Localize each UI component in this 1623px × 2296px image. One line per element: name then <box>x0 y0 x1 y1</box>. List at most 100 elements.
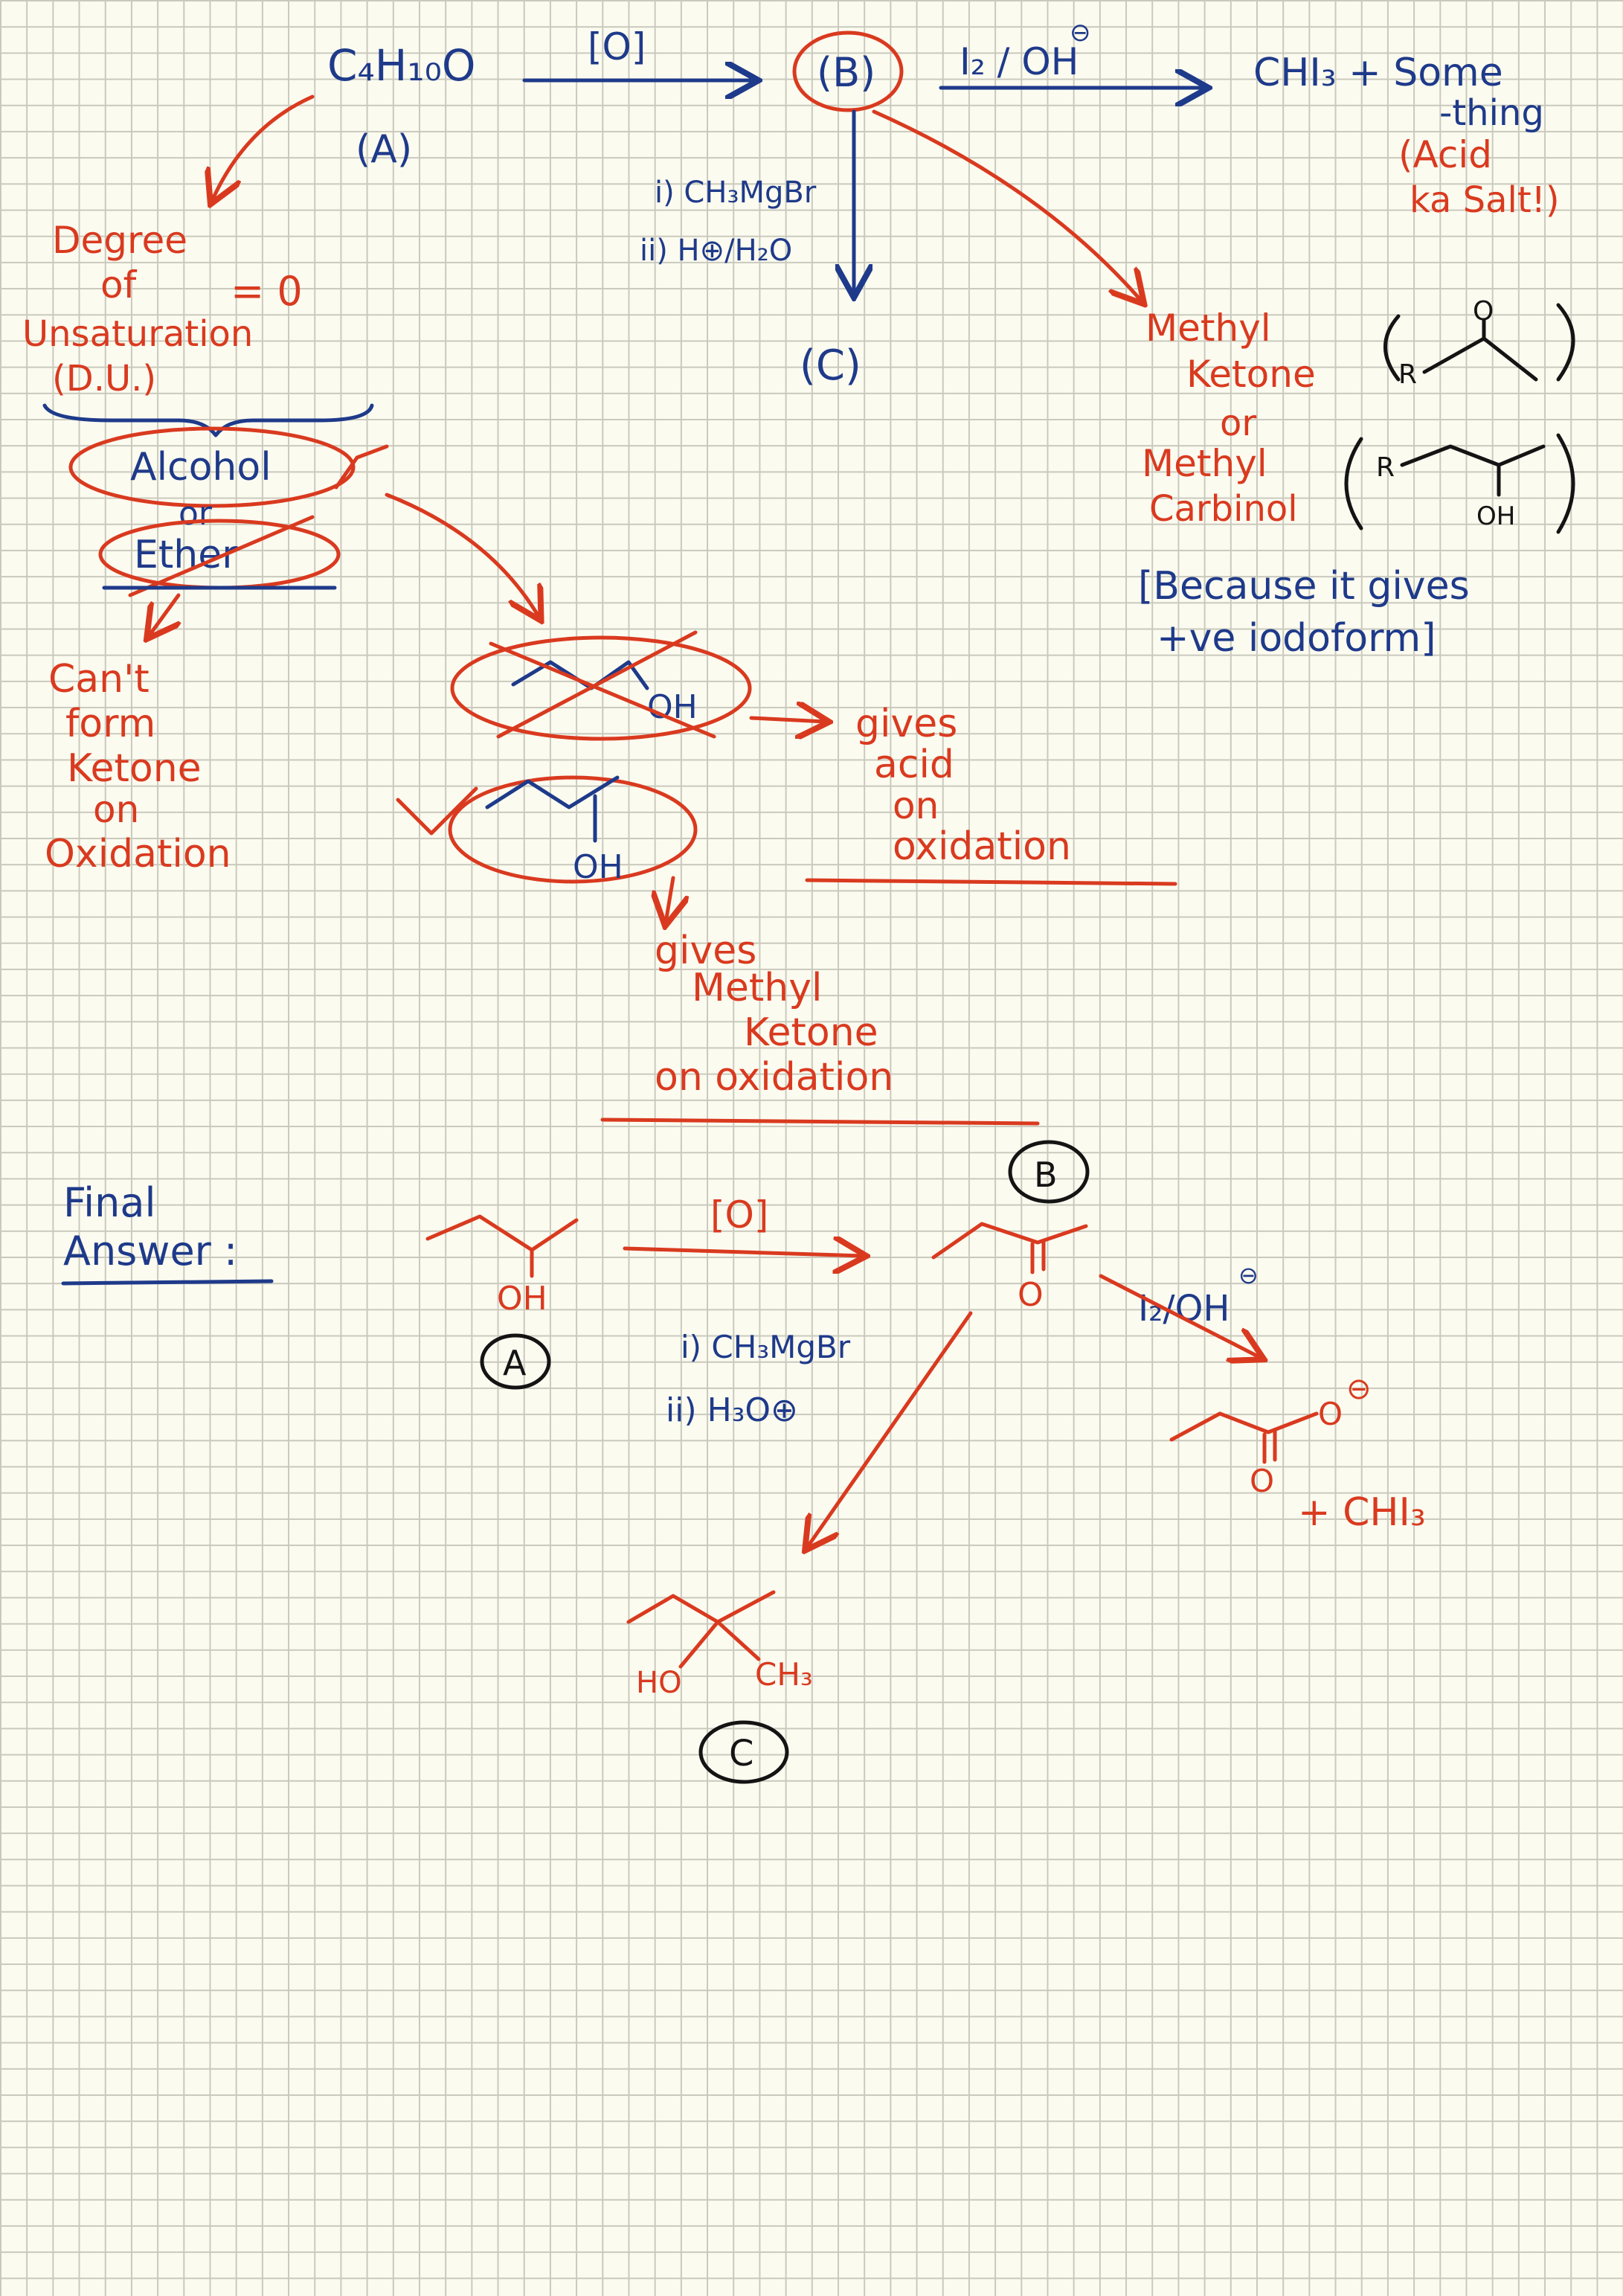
label-c: (C) <box>800 341 861 390</box>
secondary-alcohol-skeleton <box>485 775 620 809</box>
final-salt-skeleton <box>1169 1411 1319 1442</box>
final-c-ch3: CH₃ <box>755 1656 813 1693</box>
final-label-a: A <box>503 1343 527 1383</box>
final-circle-b <box>1008 1140 1090 1204</box>
final-label-b: B <box>1034 1155 1058 1195</box>
ether-note-1: Can't <box>48 657 150 702</box>
du-line-3: Unsaturation <box>22 313 253 355</box>
ketone-skeleton <box>1422 336 1538 382</box>
methyl-line-2: Ketone <box>1186 353 1316 396</box>
top-scheme: C₄H₁₀O (A) [O] (B) I₂ / OH ⊖ CHI₃ + Some… <box>327 18 1560 390</box>
label-a: (A) <box>356 127 412 172</box>
option-or: or <box>179 495 213 533</box>
secondary-alcohol: OH gives Methyl Ketone on oxidation <box>396 775 1040 1126</box>
carbinol-oh: OH <box>1476 501 1515 531</box>
ketone-o: O <box>1473 296 1494 327</box>
carbinol-skeleton <box>1400 444 1546 467</box>
arrow-b-to-methyl-note <box>872 109 1142 301</box>
methyl-line-4: Methyl <box>1142 442 1267 485</box>
primary-note-3: on <box>893 784 939 827</box>
du-line-4: (D.U.) <box>52 358 156 400</box>
oxidation-reagent: [O] <box>588 25 646 68</box>
final-arrow-a-to-b <box>623 1248 863 1256</box>
secondary-note-3: Ketone <box>744 1010 878 1055</box>
arrow-primary-note <box>749 718 826 722</box>
final-oxidation: [O] <box>710 1193 768 1237</box>
secondary-alcohol-oh: OH <box>573 848 623 886</box>
arrow-ether-note <box>149 593 179 636</box>
grignard-step-2: ii) H⊕/H₂O <box>640 234 792 268</box>
final-minus-sign-icon: ⊖ <box>1238 1261 1259 1289</box>
final-a-skeleton <box>425 1214 579 1252</box>
methyl-line-1: Methyl <box>1145 307 1271 350</box>
ether-note-2: form <box>65 702 155 746</box>
paren-ketone-left <box>1383 314 1401 382</box>
final-label-1: Final <box>63 1179 155 1226</box>
ether-note-5: Oxidation <box>45 832 231 876</box>
acid-note-1: (Acid <box>1398 133 1492 176</box>
arrow-secondary-note <box>666 876 673 923</box>
du-line-1: Degree <box>52 219 187 262</box>
final-circle-a <box>480 1333 551 1390</box>
final-iodoform-reagent: I₂/OH <box>1138 1288 1230 1330</box>
primary-note-1: gives <box>855 702 957 746</box>
final-c-ho: HO <box>636 1666 682 1700</box>
final-label-2: Answer : <box>63 1228 237 1274</box>
ketone-r: R <box>1398 359 1417 390</box>
acid-note-2: ka Salt!) <box>1410 179 1560 221</box>
final-c-skeleton <box>626 1590 776 1624</box>
secondary-note-1: gives <box>655 929 756 973</box>
methyl-line-3: or <box>1220 403 1256 444</box>
because-line-1: [Because it gives <box>1138 564 1470 609</box>
formula-c4h10o: C₄H₁₀O <box>327 40 476 91</box>
product-chi3: CHI₃ + Some <box>1253 51 1503 95</box>
final-salt-charge-icon: ⊖ <box>1346 1372 1372 1406</box>
label-b: (B) <box>817 49 875 96</box>
final-a-oh: OH <box>497 1280 547 1318</box>
final-b-o: O <box>1018 1276 1044 1314</box>
final-arrow-b-to-c <box>807 1311 973 1548</box>
underline-secondary-note <box>600 1117 1040 1126</box>
arrow-alcohol-to-isomers <box>385 493 539 618</box>
final-grignard-2: ii) H₃O⊕ <box>666 1391 798 1429</box>
paren-carbinol-right <box>1556 433 1575 534</box>
underline-primary-note <box>805 878 1177 886</box>
circle-primary-alcohol <box>450 635 752 741</box>
du-brace <box>42 403 374 437</box>
secondary-note-2: Methyl <box>692 966 822 1010</box>
options-section: Alcohol or Ether Can't form Ketone on Ox… <box>45 426 539 876</box>
option-alcohol: Alcohol <box>130 445 271 490</box>
cross-ether-icon <box>128 515 315 597</box>
tick-secondary-icon <box>396 786 478 836</box>
primary-alcohol-skeleton <box>511 660 649 690</box>
product-something: -thing <box>1439 92 1544 134</box>
primary-note-2: acid <box>874 743 954 787</box>
circle-alcohol <box>68 426 356 508</box>
methyl-note: Methyl Ketone or Methyl Carbinol R O R O… <box>1138 296 1575 661</box>
ether-note-3: Ketone <box>67 746 202 791</box>
final-grignard-1: i) CH₃MgBr <box>681 1329 851 1365</box>
iodoform-reagent: I₂ / OH <box>960 40 1079 83</box>
final-salt-o-minus: O <box>1318 1396 1343 1432</box>
secondary-note-4: on oxidation <box>655 1055 893 1100</box>
final-label-c: C <box>729 1733 754 1774</box>
final-circle-c <box>698 1720 789 1784</box>
du-section: Degree of = 0 Unsaturation (D.U.) <box>22 94 374 437</box>
circle-secondary-alcohol <box>448 775 698 884</box>
final-c-oh-bond <box>678 1620 720 1669</box>
cross-primary-2 <box>496 630 698 739</box>
grignard-step-1: i) CH₃MgBr <box>655 176 817 210</box>
ether-note-4: on <box>93 788 139 831</box>
underline-final-answer <box>61 1279 274 1286</box>
final-iodoform-product: + CHI₃ <box>1298 1490 1426 1535</box>
arrow-a-to-du <box>212 94 315 201</box>
cross-primary-1 <box>489 641 716 739</box>
du-equals-zero: = 0 <box>231 268 303 315</box>
final-c-ch3-bond <box>716 1620 761 1661</box>
final-salt-o: O <box>1250 1463 1274 1499</box>
carbinol-r: R <box>1376 452 1395 483</box>
primary-alcohol: OH gives acid on oxidation <box>450 630 1177 886</box>
paren-carbinol-left <box>1344 437 1363 530</box>
final-answer: Final Answer : OH A [O] B O I₂/OH ⊖ O O … <box>61 1140 1426 1784</box>
